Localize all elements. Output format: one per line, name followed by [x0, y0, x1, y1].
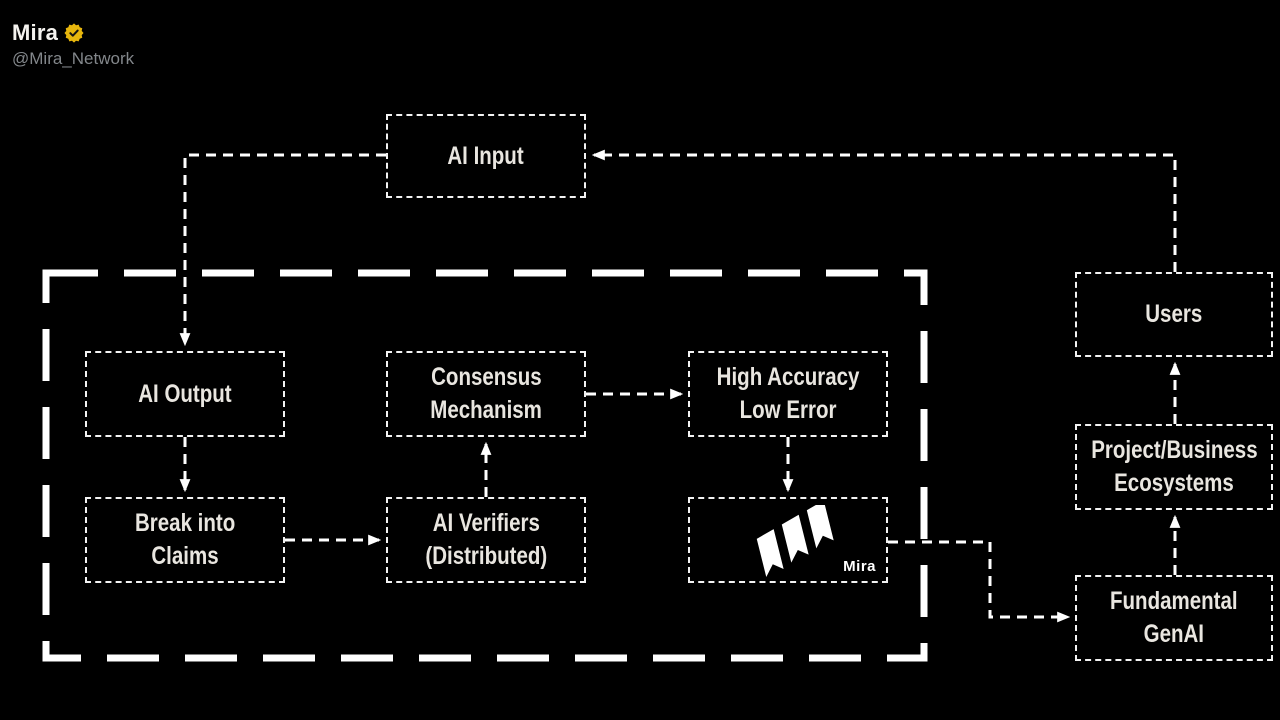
- box-label: (Distributed): [425, 542, 547, 570]
- box-ai-input: AI Input: [386, 114, 586, 198]
- conn-mira-to-fundamental: [888, 540, 1071, 623]
- box-label: AI Input: [447, 141, 525, 170]
- account-handle: @Mira_Network: [12, 49, 135, 68]
- box-break-into-claims: Break into Claims: [85, 497, 285, 583]
- box-label: High Accuracy: [716, 363, 860, 391]
- account-display-name: Mira: [12, 20, 59, 45]
- box-high-accuracy-low-error: High Accuracy Low Error: [688, 351, 888, 437]
- mira-flags-logo-icon: [756, 505, 834, 577]
- box-label: Users: [1145, 300, 1203, 328]
- box-label: Low Error: [739, 396, 837, 424]
- box-ai-output: AI Output: [85, 351, 285, 437]
- box-consensus-mechanism: Consensus Mechanism: [386, 351, 586, 437]
- conn-users-to-ai-input: [591, 149, 1177, 272]
- verification-container-frame: [42, 269, 928, 662]
- conn-ai-input-to-ai-output: [179, 153, 386, 347]
- box-label: Fundamental: [1110, 587, 1238, 615]
- tweet-header: Mira @Mira_Network: [12, 20, 134, 69]
- box-mira-logo: Mira: [688, 497, 888, 583]
- box-label: Break into: [134, 509, 236, 537]
- verified-badge-icon: [64, 23, 84, 43]
- box-label: Project/Business: [1090, 436, 1258, 464]
- box-label: AI Output: [138, 379, 232, 408]
- box-label: Consensus: [430, 363, 542, 391]
- box-label: Ecosystems: [1114, 469, 1234, 497]
- mira-brand-label: Mira: [843, 558, 876, 575]
- box-label: GenAI: [1143, 620, 1205, 648]
- box-fundamental-genai: Fundamental GenAI: [1075, 575, 1273, 661]
- box-label: AI Verifiers: [432, 509, 540, 537]
- box-project-business-ecosystems: Project/Business Ecosystems: [1075, 424, 1273, 510]
- box-label: Claims: [151, 542, 219, 570]
- box-users: Users: [1075, 272, 1273, 357]
- box-ai-verifiers: AI Verifiers (Distributed): [386, 497, 586, 583]
- box-label: Mechanism: [430, 396, 542, 424]
